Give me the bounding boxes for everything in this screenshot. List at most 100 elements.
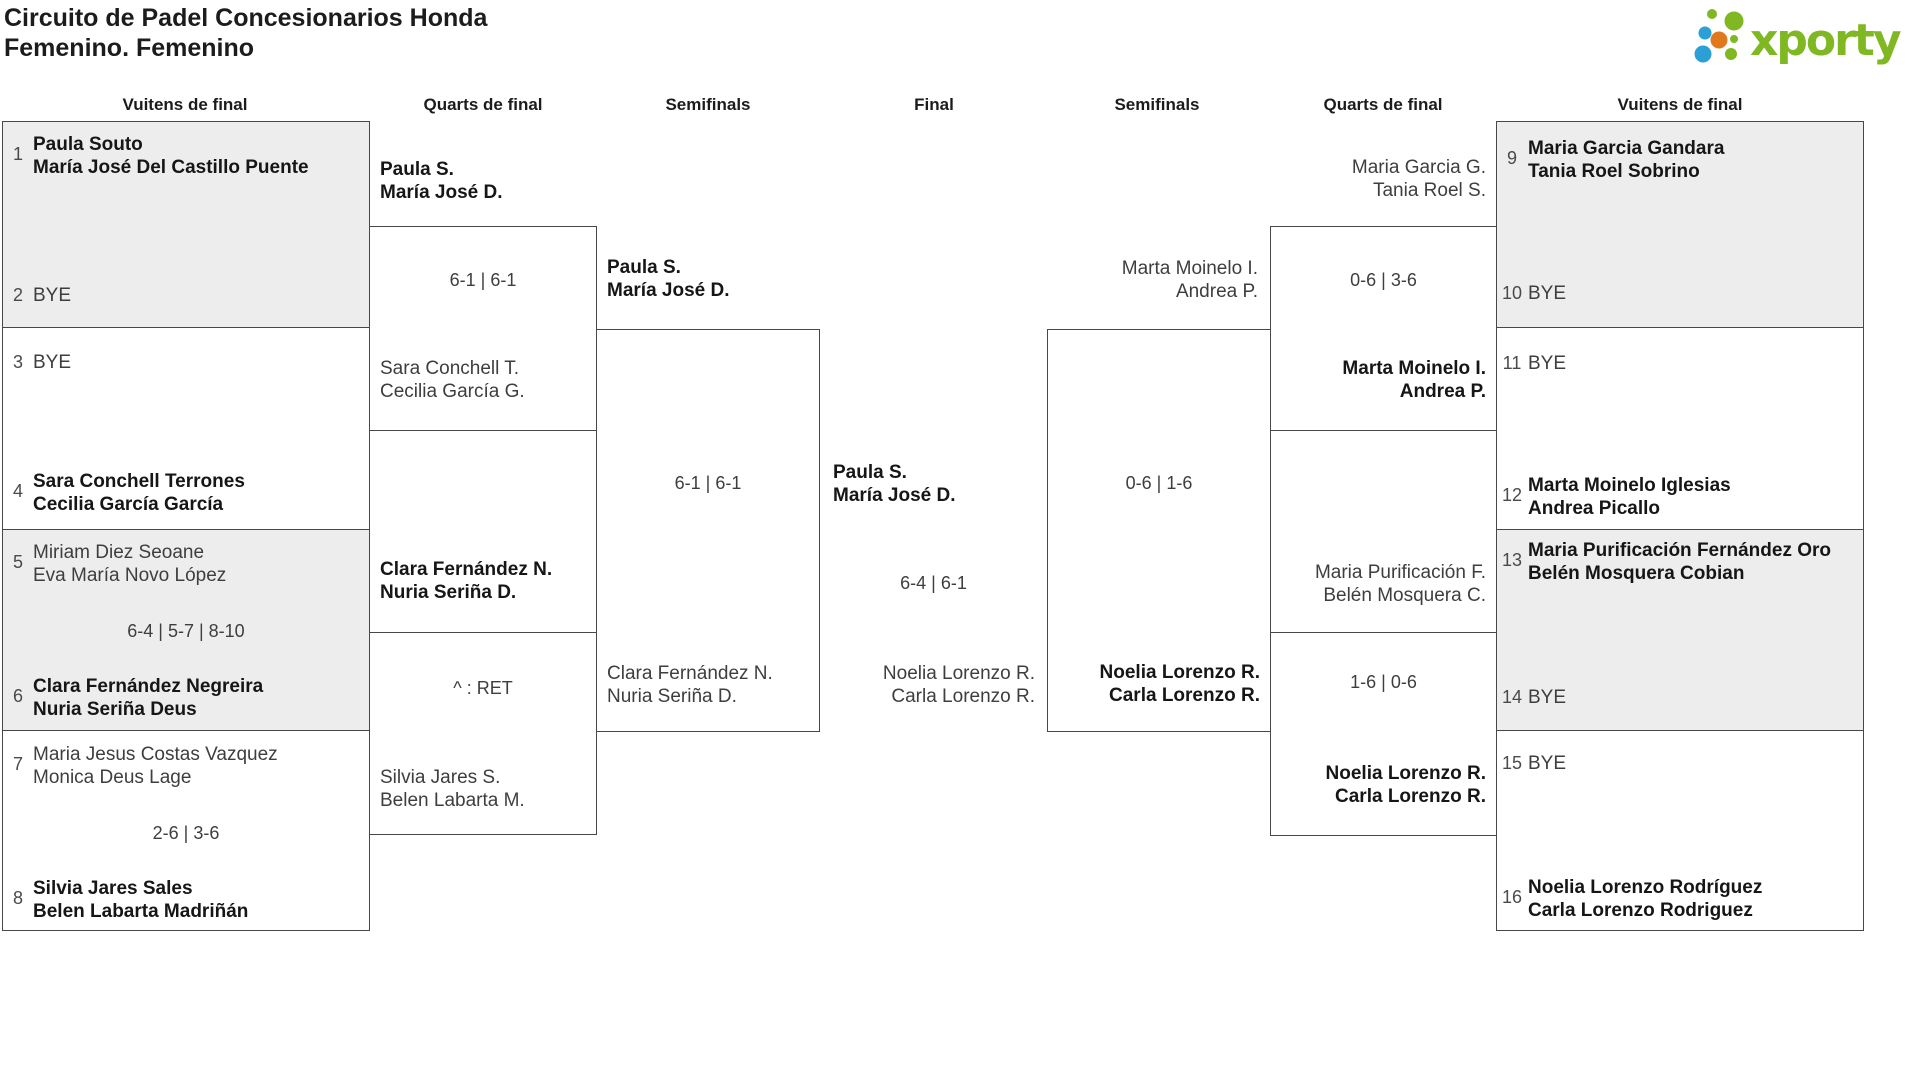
- player-name: Nuria Seriña Deus: [33, 699, 197, 720]
- player-name: Paula S.: [607, 257, 681, 278]
- logo-dot-icon: [1725, 48, 1737, 60]
- player-name: BYE: [1528, 353, 1567, 374]
- logo-dot-icon: [1707, 9, 1717, 19]
- match-box-qf-right-1: [1270, 226, 1497, 431]
- seed-number: 15: [1502, 753, 1523, 773]
- final-winner: Paula S. María José D.: [833, 461, 956, 507]
- round-header-right-r16: Vuitens de final: [1617, 95, 1743, 114]
- player-name: Silvia Jares Sales: [33, 878, 193, 899]
- match-box-qf-left-2: [369, 632, 597, 835]
- player-name: Marta Moinelo I.: [1121, 258, 1258, 279]
- player-name: Belen Labarta M.: [380, 790, 525, 811]
- xporty-logo[interactable]: xporty: [1688, 2, 1920, 66]
- team-entry-2: BYE: [33, 284, 71, 307]
- round-header-left-sf: Semifinals: [665, 95, 751, 114]
- player-name: Noelia Lorenzo R.: [1099, 662, 1260, 683]
- player-name: Carla Lorenzo Rodriguez: [1528, 900, 1753, 921]
- seed-number: 9: [1506, 148, 1517, 168]
- player-name: Noelia Lorenzo Rodríguez: [1528, 877, 1763, 898]
- team-entry-3: BYE: [33, 351, 71, 374]
- sf-left-winner: Paula S. María José D.: [607, 256, 730, 302]
- qf-left-2-winner: Clara Fernández N. Nuria Seriña D.: [380, 558, 552, 604]
- page-title: Circuito de Padel Concesionarios Honda F…: [4, 3, 487, 63]
- player-name: Clara Fernández N.: [607, 663, 773, 684]
- seed-number: 10: [1502, 283, 1523, 303]
- sf-right-winner: Noelia Lorenzo R. Carla Lorenzo R.: [1060, 661, 1260, 707]
- qf-right-1-loser: Maria Garcia G. Tania Roel S.: [1286, 156, 1486, 202]
- round-header-right-qf: Quarts de final: [1323, 95, 1443, 114]
- team-entry-8: Silvia Jares Sales Belen Labarta Madriñá…: [33, 877, 248, 923]
- player-name: BYE: [33, 285, 72, 306]
- player-name: Miriam Diez Seoane: [33, 542, 205, 563]
- player-name: Tania Roel Sobrino: [1528, 161, 1700, 182]
- qf-left-1-winner: Paula S. María José D.: [380, 158, 503, 204]
- sf-left-loser: Clara Fernández N. Nuria Seriña D.: [607, 662, 773, 708]
- player-name: BYE: [1528, 687, 1567, 708]
- match-box-qf-right-2: [1270, 632, 1497, 836]
- team-entry-16: Noelia Lorenzo Rodríguez Carla Lorenzo R…: [1528, 876, 1762, 922]
- seed-number: 5: [12, 552, 23, 572]
- player-name: Maria Garcia G.: [1351, 157, 1486, 178]
- player-name: Clara Fernández N.: [380, 559, 553, 580]
- page-title-line2: Femenino. Femenino: [4, 34, 255, 62]
- seed-number: 16: [1502, 887, 1523, 907]
- match-score: 6-4 | 5-7 | 8-10: [127, 621, 245, 641]
- match-box-qf-left-1: [369, 226, 597, 431]
- team-entry-1: Paula Souto María José Del Castillo Puen…: [33, 133, 309, 179]
- player-name: Nuria Seriña D.: [607, 686, 737, 707]
- logo-text: xporty: [1750, 15, 1901, 66]
- player-name: Maria Garcia Gandara: [1528, 138, 1725, 159]
- player-name: Marta Moinelo Iglesias: [1528, 475, 1731, 496]
- player-name: Noelia Lorenzo R.: [882, 663, 1035, 684]
- player-name: Marta Moinelo I.: [1342, 358, 1486, 379]
- seed-number: 6: [12, 686, 23, 706]
- match-box-r16-left-2: [2, 327, 370, 530]
- qf-right-1-winner: Marta Moinelo I. Andrea P.: [1286, 357, 1486, 403]
- player-name: Belen Labarta Madriñán: [33, 901, 249, 922]
- player-name: Tania Roel S.: [1372, 180, 1486, 201]
- team-entry-13: Maria Purificación Fernández Oro Belén M…: [1528, 539, 1831, 585]
- qf-right-2-loser: Maria Purificación F. Belén Mosquera C.: [1236, 561, 1486, 607]
- seed-number: 4: [12, 481, 23, 501]
- logo-dot-icon: [1710, 31, 1728, 49]
- match-box-r16-left-4: [2, 730, 370, 931]
- player-name: Paula S.: [833, 462, 907, 483]
- player-name: Carla Lorenzo R.: [1335, 786, 1486, 807]
- match-score: 2-6 | 3-6: [152, 823, 220, 843]
- player-name: BYE: [1528, 283, 1567, 304]
- player-name: Belén Mosquera C.: [1323, 585, 1486, 606]
- player-name: Nuria Seriña D.: [380, 582, 517, 603]
- seed-number: 12: [1502, 485, 1523, 505]
- team-entry-14: BYE: [1528, 686, 1566, 709]
- player-name: Sara Conchell T.: [380, 358, 520, 379]
- match-score: 6-1 | 6-1: [449, 270, 517, 290]
- player-name: Clara Fernández Negreira: [33, 676, 264, 697]
- player-name: Maria Jesus Costas Vazquez: [33, 744, 278, 765]
- match-box-r16-right-1: [1496, 121, 1864, 328]
- player-name: María José Del Castillo Puente: [33, 157, 309, 178]
- match-box-sf-left: [596, 329, 820, 732]
- team-entry-11: BYE: [1528, 352, 1566, 375]
- seed-number: 11: [1502, 353, 1522, 373]
- player-name: Paula S.: [380, 159, 454, 180]
- player-name: Silvia Jares S.: [380, 767, 501, 788]
- player-name: Maria Purificación Fernández Oro: [1528, 540, 1832, 561]
- seed-number: 2: [12, 285, 23, 305]
- player-name: Paula Souto: [33, 134, 143, 155]
- player-name: Andrea P.: [1399, 381, 1486, 402]
- round-header-left-r16: Vuitens de final: [122, 95, 248, 114]
- logo-dot-icon: [1730, 35, 1738, 43]
- team-entry-4: Sara Conchell Terrones Cecilia García Ga…: [33, 470, 245, 516]
- player-name: Cecilia García G.: [380, 381, 525, 402]
- qf-left-1-loser: Sara Conchell T. Cecilia García G.: [380, 357, 525, 403]
- team-entry-9: Maria Garcia Gandara Tania Roel Sobrino: [1528, 137, 1724, 183]
- logo-dot-icon: [1698, 26, 1712, 40]
- round-header-final: Final: [914, 95, 954, 114]
- team-entry-12: Marta Moinelo Iglesias Andrea Picallo: [1528, 474, 1731, 520]
- player-name: Andrea P.: [1175, 281, 1258, 302]
- player-name: Andrea Picallo: [1528, 498, 1660, 519]
- page-title-line1: Circuito de Padel Concesionarios Honda: [4, 4, 488, 32]
- match-score: 1-6 | 0-6: [1350, 672, 1417, 692]
- team-entry-15: BYE: [1528, 752, 1566, 775]
